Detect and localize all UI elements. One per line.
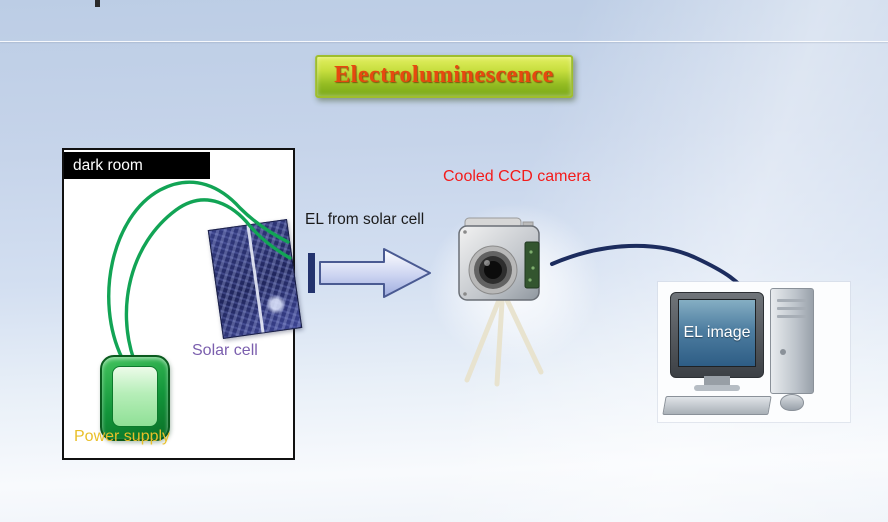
edge-mark [95, 0, 100, 7]
monitor: EL image [670, 292, 764, 378]
slide-title: Electroluminescence [334, 62, 554, 88]
power-supply-label: Power supply [74, 428, 171, 445]
ccd-camera-image [458, 217, 544, 387]
computer-image: EL image [658, 282, 850, 422]
dark-room-box: dark room Solar cell Power supply [62, 148, 303, 460]
computer-tower [770, 288, 814, 394]
power-supply-image [100, 355, 170, 441]
power-supply-screen [112, 366, 158, 427]
monitor-base [694, 385, 740, 391]
tripod-icon [464, 297, 544, 387]
camera-cable [550, 243, 750, 298]
tower-slot [777, 307, 807, 310]
monitor-screen: EL image [678, 299, 756, 367]
mouse [780, 394, 804, 411]
power-wires [107, 180, 292, 362]
monitor-stand [704, 376, 730, 385]
solar-cell-label: Solar cell [192, 342, 258, 359]
el-image-label: EL image [683, 324, 751, 341]
divider-line [0, 41, 888, 42]
tower-slot [777, 299, 807, 302]
title-banner: Electroluminescence [315, 55, 573, 98]
dark-room-label: dark room [64, 152, 210, 179]
el-from-solar-cell-label: EL from solar cell [305, 211, 425, 228]
keyboard [662, 396, 772, 415]
arrow-icon [308, 248, 431, 298]
tower-slot [777, 315, 807, 318]
tower-button [780, 349, 786, 355]
ccd-camera-label: Cooled CCD camera [443, 168, 591, 185]
